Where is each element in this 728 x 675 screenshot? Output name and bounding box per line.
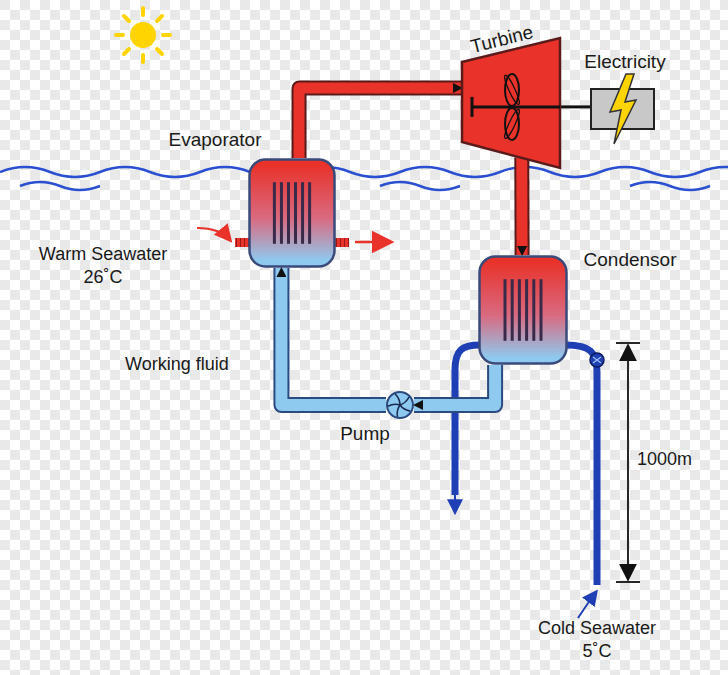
working-fluid-label: Working fluid bbox=[125, 353, 229, 376]
warm-seawater-label: Warm Seawater 26˚C bbox=[28, 243, 178, 288]
pipe-wall bbox=[299, 88, 462, 158]
fluid-pipe bbox=[281, 268, 386, 405]
sun bbox=[116, 8, 170, 62]
node-label: Evaporator bbox=[169, 129, 262, 152]
pipe-wall bbox=[514, 158, 529, 255]
electricity-generator: Electricity bbox=[590, 88, 655, 130]
turbine: Turbine bbox=[462, 38, 560, 168]
evaporator-shape bbox=[248, 158, 336, 268]
depth-dimension bbox=[616, 343, 640, 582]
pipe-group bbox=[560, 106, 590, 107]
heat-exchanger-plates bbox=[505, 279, 541, 341]
node-label: Pump bbox=[340, 423, 390, 446]
depth-label: 1000m bbox=[637, 448, 692, 471]
lightning-bolt bbox=[610, 74, 636, 144]
sea-waves bbox=[0, 167, 728, 190]
node-label: Condensor bbox=[584, 249, 677, 272]
heat-exchanger-plates bbox=[274, 182, 309, 244]
pump: Pump bbox=[386, 391, 414, 419]
pipe-wall bbox=[281, 268, 386, 405]
condensor-shape bbox=[478, 255, 568, 365]
electricity-generator-shape bbox=[590, 88, 655, 130]
pipe-wall bbox=[414, 365, 495, 405]
condensor: Condensor bbox=[478, 255, 568, 365]
pump-shape bbox=[386, 391, 414, 419]
node-label: Electricity bbox=[584, 51, 665, 74]
fluid-pipe bbox=[516, 158, 527, 255]
pipe-group bbox=[281, 268, 386, 405]
evaporator: Evaporator bbox=[248, 158, 336, 268]
turbine-rotor bbox=[472, 74, 560, 140]
cold-seawater-pipes bbox=[455, 345, 604, 618]
vessel-outline bbox=[480, 257, 567, 364]
turbine-casing bbox=[462, 38, 560, 168]
pump-impeller bbox=[388, 394, 410, 417]
pipe-group bbox=[414, 365, 495, 405]
vessel-outline bbox=[250, 160, 335, 267]
cold-seawater-label: Cold Seawater 5˚C bbox=[522, 617, 672, 662]
turbine-shape bbox=[462, 38, 560, 168]
pump-casing bbox=[387, 392, 413, 418]
drive-shaft bbox=[560, 105, 590, 108]
pipe-group bbox=[521, 158, 522, 255]
fluid-pipe bbox=[414, 365, 495, 405]
pipe-group bbox=[299, 88, 462, 158]
fluid-pipe bbox=[299, 88, 462, 158]
